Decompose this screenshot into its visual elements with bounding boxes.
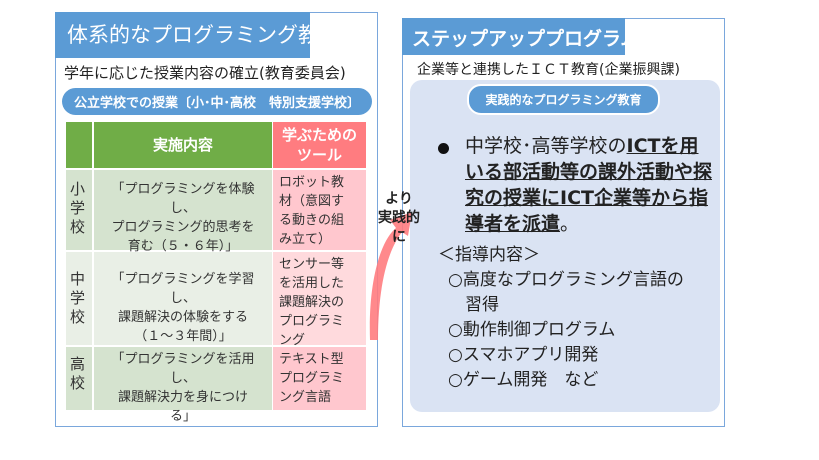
right-subtitle: 企業等と連携したＩＣＴ教育(企業振興課) bbox=[417, 62, 680, 78]
row-elementary-level: 小 学 校 bbox=[66, 170, 92, 250]
row-high-tool: テキスト型 プログラミ ング言語 bbox=[273, 347, 366, 410]
curriculum-table: 実施内容 学ぶための ツール 小 学 校 「プログラミングを体験し、 プログラミ… bbox=[66, 122, 366, 424]
row-high-level: 高 校 bbox=[66, 347, 92, 410]
curved-arrow-icon bbox=[369, 212, 412, 340]
guidance-item: ○ゲーム開発 など bbox=[448, 370, 599, 390]
header-content: 実施内容 bbox=[94, 122, 272, 168]
bullet-plain: 中学校･高等学校の bbox=[465, 135, 627, 157]
left-subtitle: 学年に応じた授業内容の確立(教育委員会) bbox=[64, 64, 346, 82]
row-elementary-content: 「プログラミングを体験し、 プログラミング的思考を 育む（５・６年）」 bbox=[94, 170, 272, 254]
left-title: 体系的なプログラミング教育 bbox=[55, 12, 340, 58]
more-practical-label: より 実践的 に bbox=[378, 191, 420, 245]
practical-pill: 実践的なプログラミング教育 bbox=[467, 84, 660, 115]
guidance-item: ○スマホアプリ開発 bbox=[448, 345, 599, 365]
row-junior-tool: センサー等 を活用した 課題解決の プログラミ ング bbox=[273, 252, 366, 348]
guidance-list: ＜指導内容＞ ○高度なプログラミング言語の 習得 ○動作制御プログラム ○スマホ… bbox=[438, 243, 718, 393]
practical-box bbox=[410, 80, 720, 412]
dispatch-bullet: 中学校･高等学校のICTを用いる部活動等の課外活動や探究の授業にICT企業等から… bbox=[465, 133, 715, 237]
bullet-dot-icon bbox=[438, 143, 449, 154]
row-junior-level: 中 学 校 bbox=[66, 252, 92, 345]
header-blank bbox=[66, 122, 92, 168]
row-high-content: 「プログラミングを活用し、 課題解決力を身につけ る」 bbox=[94, 347, 272, 424]
guidance-item: ○高度なプログラミング言語の 習得 bbox=[448, 270, 684, 315]
bullet-end: 。 bbox=[560, 213, 580, 235]
guidance-header: ＜指導内容＞ bbox=[438, 245, 540, 265]
row-elementary-tool: ロボット教 材（意図す る動きの組 み立て） bbox=[273, 170, 366, 250]
right-title: ステップアッププログラム bbox=[402, 18, 639, 55]
public-school-pill: 公立学校での授業〔小･中･高校 特別支援学校〕 bbox=[62, 88, 372, 115]
row-junior-content: 「プログラミングを学習し、 課題解決の体験をする （１～３年間）」 bbox=[94, 252, 272, 345]
bullet-bold: ICTを用いる部活動等の課外活動や探究の授業にICT企業等から指導者を派遣 bbox=[465, 135, 713, 235]
guidance-item: ○動作制御プログラム bbox=[448, 320, 616, 340]
header-tools: 学ぶための ツール bbox=[273, 122, 366, 168]
